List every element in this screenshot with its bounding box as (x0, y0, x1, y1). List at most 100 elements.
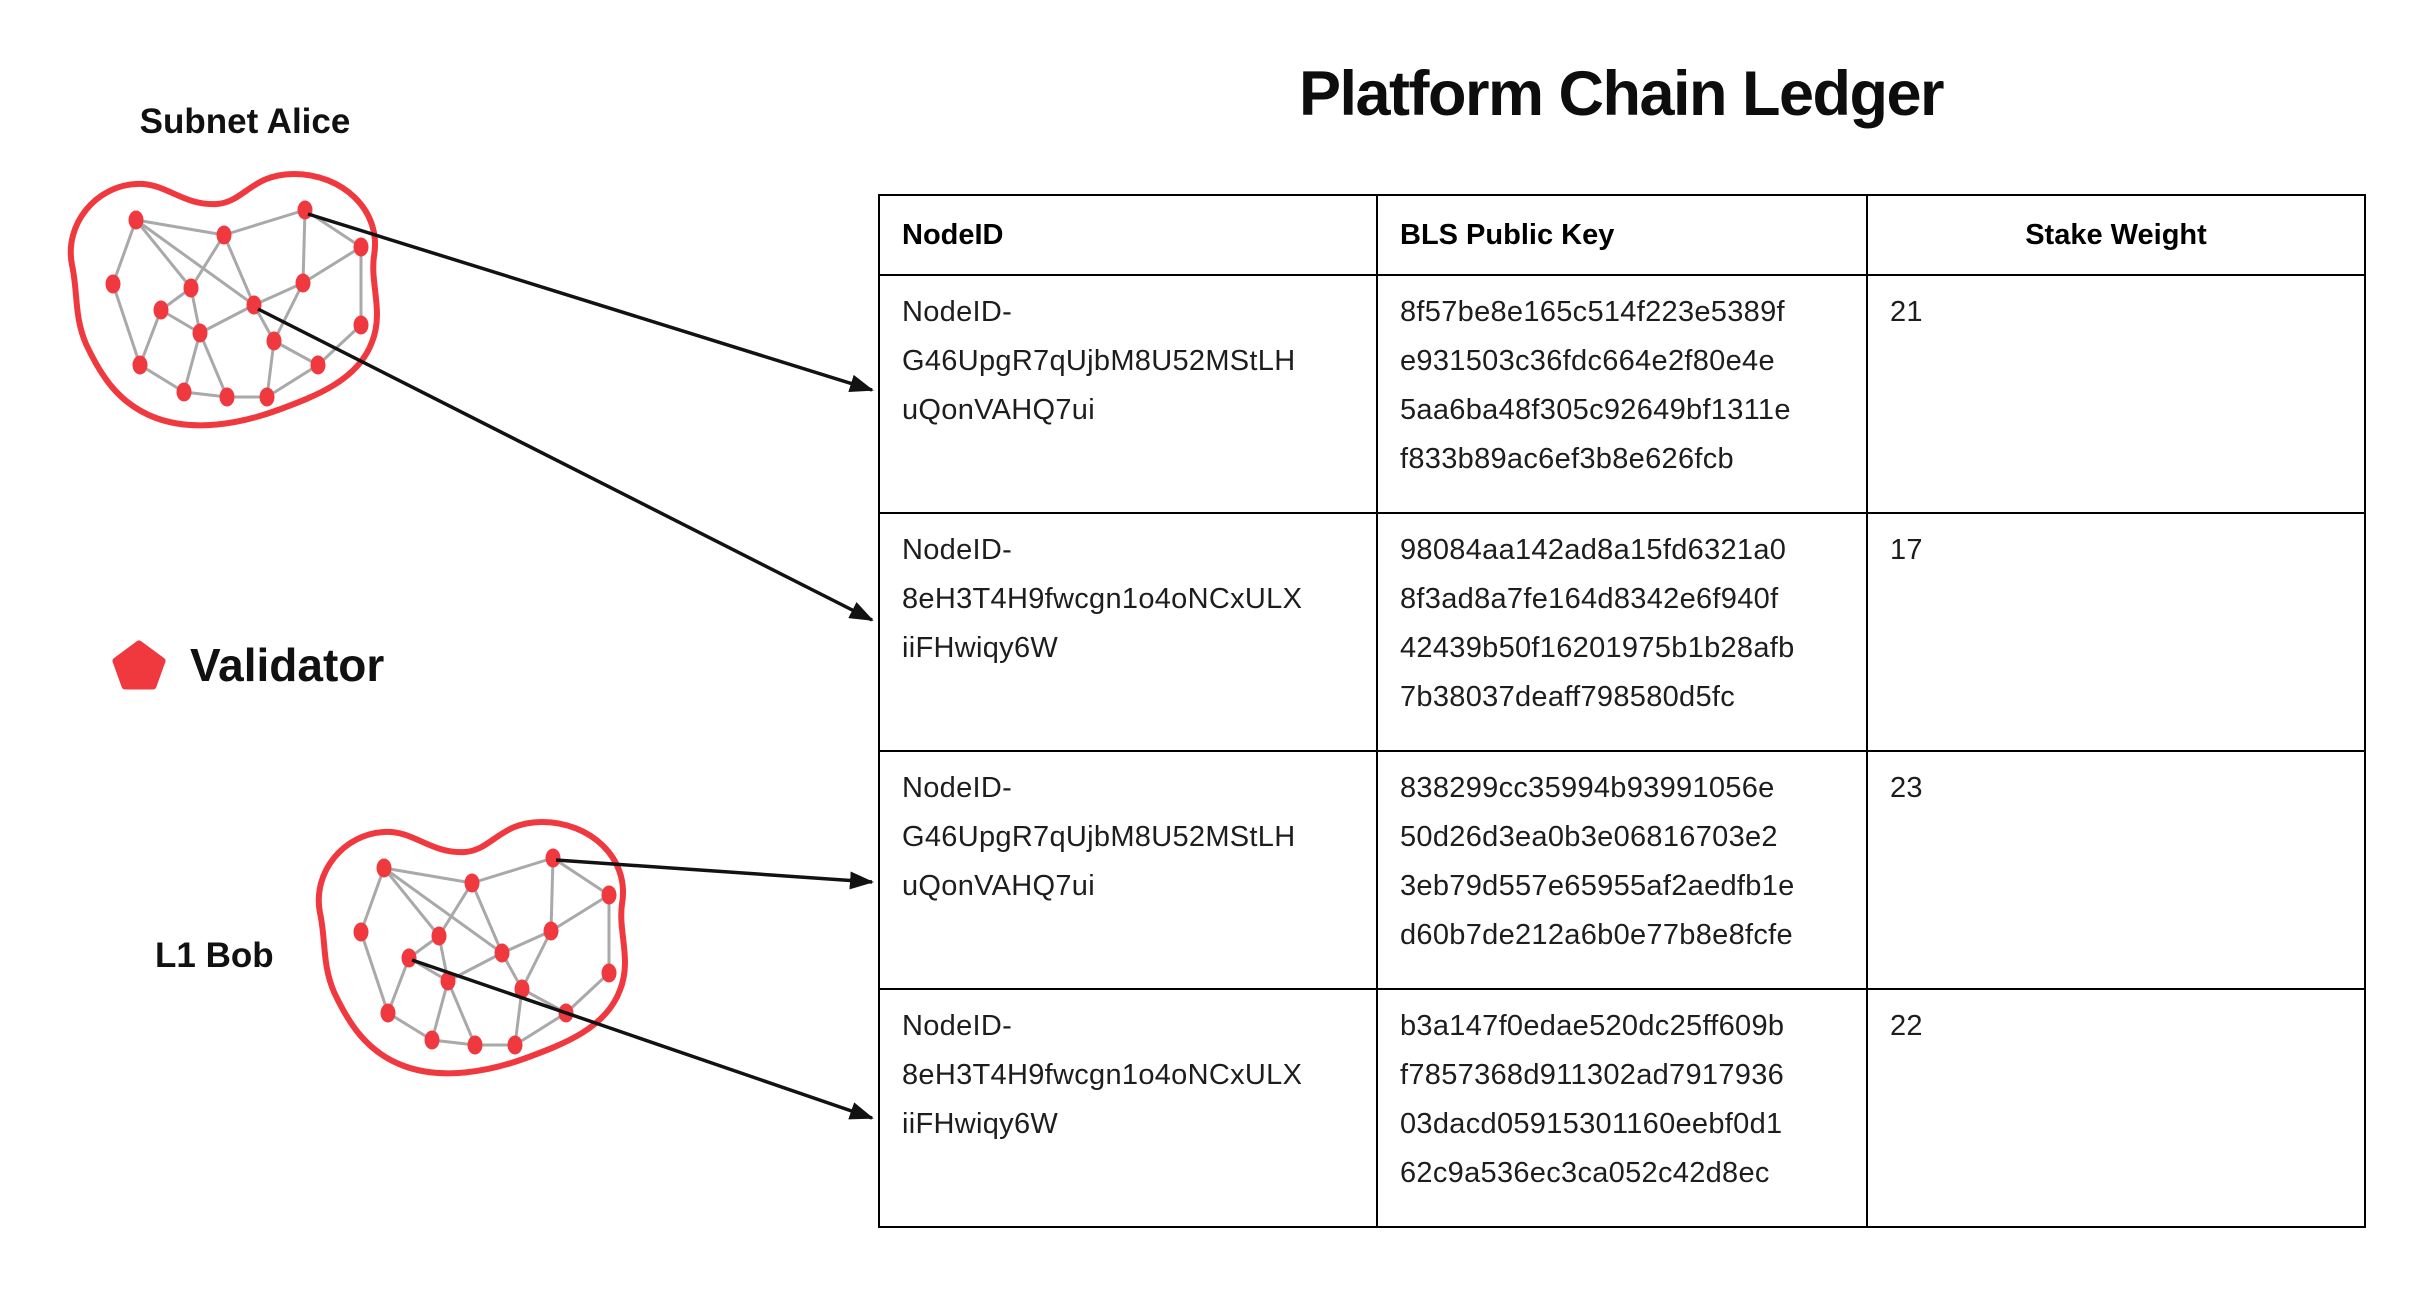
l1-bob-network-graph (315, 819, 628, 1077)
arrow-alice-to-row1 (307, 212, 874, 393)
network-edge (272, 282, 305, 342)
network-edge (135, 218, 255, 307)
validator-node-icon (153, 300, 169, 320)
network-edge (139, 363, 185, 394)
validator-node-icon (105, 274, 121, 294)
network-edge (471, 856, 554, 885)
validator-node-icon (545, 848, 561, 868)
network-edge (266, 363, 319, 399)
bls-public-key-cell: 838299cc35994b93991056e 50d26d3ea0b3e068… (1376, 750, 1868, 990)
network-edge (520, 930, 553, 990)
network-edge (447, 951, 503, 983)
network-edge (111, 219, 138, 285)
validator-node-icon (310, 355, 326, 375)
validator-node-icon (440, 971, 456, 991)
validator-node-icon (401, 948, 417, 968)
network-edge (383, 866, 503, 955)
subnet-alice-network-graph (67, 171, 380, 429)
validator-node-icon (295, 273, 311, 293)
network-edge (359, 867, 386, 933)
validator-node-icon (380, 1003, 396, 1023)
cluster-blob-outline (315, 819, 628, 1077)
validator-node-icon (246, 295, 262, 315)
network-edge (386, 957, 411, 1014)
validator-node-icon (601, 885, 617, 905)
network-edge (302, 245, 362, 285)
validator-node-icon (376, 858, 392, 878)
validator-node-icon (132, 355, 148, 375)
nodeid-cell: NodeID- 8eH3T4H9fwcgn1o4oNCxULX iiFHwiqy… (878, 512, 1378, 752)
bls-public-key-cell: 98084aa142ad8a15fd6321a0 8f3ad8a7fe164d8… (1376, 512, 1868, 752)
network-edge (189, 234, 226, 289)
bls-public-key-cell: 8f57be8e165c514f223e5389f e931503c36fdc6… (1376, 274, 1868, 514)
network-edge (198, 332, 229, 398)
network-edge (134, 219, 193, 289)
validator-pentagon-icon (112, 640, 166, 690)
validator-node-icon (601, 963, 617, 983)
nodeid-cell: NodeID- G46UpgR7qUjbM8U52MStLH uQonVAHQ7… (878, 750, 1378, 990)
network-edge (501, 929, 552, 955)
network-edge (301, 209, 307, 284)
subnet-alice-label: Subnet Alice (139, 102, 351, 141)
stake-weight-cell: 23 (1866, 750, 2366, 990)
validator-node-icon (353, 237, 369, 257)
network-edge (437, 882, 474, 937)
validator-node-icon (543, 921, 559, 941)
network-edge (549, 857, 555, 932)
bls-public-key-cell: b3a147f0edae520dc25ff609b f7857368d91130… (1376, 988, 1868, 1228)
network-edge (135, 218, 225, 237)
ledger-row: NodeID- 8eH3T4H9fwcgn1o4oNCxULX iiFHwiqy… (878, 512, 2366, 752)
validator-node-icon (176, 382, 192, 402)
validator-node-icon (353, 922, 369, 942)
network-edge (316, 323, 363, 367)
ledger-header-row: NodeID BLS Public Key Stake Weight (878, 194, 2366, 276)
validator-legend-label: Validator (190, 639, 385, 691)
validator-node-icon (467, 1035, 483, 1055)
validator-node-icon (424, 1030, 440, 1050)
network-edge (470, 882, 504, 954)
network-edge (550, 893, 610, 933)
network-edge (222, 234, 256, 306)
ledger-row: NodeID- G46UpgR7qUjbM8U52MStLH uQonVAHQ7… (878, 750, 2366, 990)
column-header-stake-weight: Stake Weight (1866, 194, 2366, 276)
stake-weight-cell: 21 (1866, 274, 2366, 514)
network-edge (564, 971, 611, 1015)
network-edge (111, 283, 142, 366)
validator-node-icon (183, 278, 199, 298)
network-edge (514, 1011, 567, 1047)
nodeid-cell: NodeID- G46UpgR7qUjbM8U52MStLH uQonVAHQ7… (878, 274, 1378, 514)
platform-chain-ledger-table: NodeID BLS Public Key Stake Weight NodeI… (878, 194, 2366, 1228)
network-edge (446, 980, 477, 1046)
validator-node-icon (216, 225, 232, 245)
network-edge (182, 332, 202, 393)
network-edge (304, 208, 362, 249)
validator-node-icon (494, 943, 510, 963)
validator-node-icon (259, 387, 275, 407)
validator-node-icon (266, 331, 282, 351)
validator-node-icon (128, 210, 144, 230)
page-title: Platform Chain Ledger (1298, 59, 1945, 129)
stake-weight-cell: 22 (1866, 988, 2366, 1228)
validator-node-icon (219, 387, 235, 407)
validator-node-icon (431, 926, 447, 946)
network-edge (253, 281, 304, 307)
validator-node-icon (558, 1003, 574, 1023)
validator-node-icon (507, 1035, 523, 1055)
l1-bob-label: L1 Bob (155, 936, 274, 975)
ledger-row: NodeID- 8eH3T4H9fwcgn1o4oNCxULX iiFHwiqy… (878, 988, 2366, 1228)
validator-node-icon (464, 873, 480, 893)
stake-weight-cell: 17 (1866, 512, 2366, 752)
validator-legend: Validator (112, 638, 384, 692)
network-edge (223, 208, 306, 237)
validator-node-icon (297, 200, 313, 220)
ledger-row: NodeID- G46UpgR7qUjbM8U52MStLH uQonVAHQ7… (878, 274, 2366, 514)
validator-node-icon (192, 323, 208, 343)
validator-node-icon (353, 315, 369, 335)
column-header-bls-public-key: BLS Public Key (1376, 194, 1868, 276)
validator-node-icon (514, 979, 530, 999)
nodeid-cell: NodeID- 8eH3T4H9fwcgn1o4oNCxULX iiFHwiqy… (878, 988, 1378, 1228)
network-edge (382, 867, 441, 937)
network-edge (138, 309, 163, 366)
network-edge (552, 856, 610, 897)
